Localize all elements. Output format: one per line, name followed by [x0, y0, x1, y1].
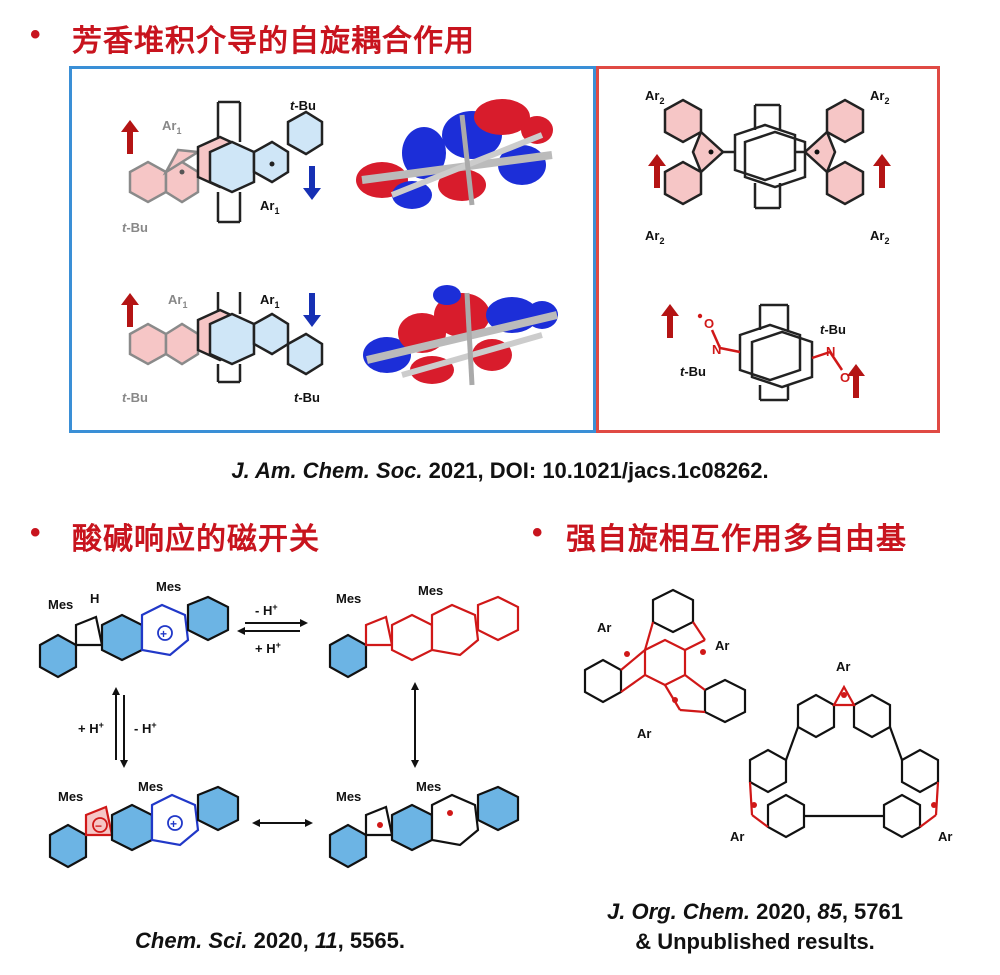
red-frame: [596, 66, 940, 433]
mes-label-c: Mes: [336, 591, 361, 606]
spin-down-arrow-1: [303, 166, 321, 200]
ar2-label-b: Ar2: [870, 88, 889, 106]
bottom-left-citation: Chem. Sci. 2020, 11, 5565.: [135, 928, 405, 953]
orbital-plot-1: [356, 99, 553, 209]
mes-label-d: Mes: [418, 583, 443, 598]
top-citation: J. Am. Chem. Soc. 2021, DOI: 10.1021/jac…: [231, 458, 769, 483]
triradical-truxene: Ar Ar Ar: [583, 588, 747, 741]
top-bullet: •: [30, 18, 41, 51]
tbu-label-a: t-Bu: [290, 98, 316, 113]
mes-label-g: Mes: [336, 789, 361, 804]
bottom-right-citation: J. Org. Chem. 2020, 85, 5761 & Unpublish…: [530, 897, 980, 957]
cation-structure: + Mes H Mes: [38, 579, 230, 679]
spin-up-arrow-3: [648, 154, 666, 188]
bottom-left-heading: 酸碱响应的磁开关: [72, 522, 320, 557]
stacked-dimer-1: Ar1 t-Bu Ar1 t-Bu: [122, 98, 324, 235]
plus-charge-b: +: [170, 817, 177, 831]
n-label-b: N: [826, 344, 835, 359]
bottom-right-citation-line1: J. Org. Chem. 2020, 85, 5761: [607, 899, 903, 924]
tbu-label-f: t-Bu: [820, 322, 846, 337]
plus-h-label-a: + H+: [255, 640, 281, 656]
spin-up-arrow-6: [847, 364, 865, 398]
o-label-b: O: [840, 370, 850, 385]
cyclophane-bis-nitroxide: N O t-Bu N O t-Bu: [680, 303, 858, 402]
ar1-label-c: Ar1: [168, 292, 187, 310]
spin-down-arrow-2: [303, 293, 321, 327]
ar1-label-d: Ar1: [260, 292, 279, 310]
minus-charge: −: [95, 819, 102, 833]
stacked-dimer-2: Ar1 Ar1 t-Bu t-Bu: [122, 292, 324, 405]
tbu-label-d: t-Bu: [294, 390, 320, 405]
orbital-plot-2: [363, 285, 558, 386]
cyclophane-bis-fluorenyl: Ar2 Ar2 Ar2 Ar2: [645, 88, 889, 246]
spin-up-arrow-1: [121, 120, 139, 154]
ar2-label-c: Ar2: [645, 228, 664, 246]
blue-frame: [69, 66, 596, 433]
spin-up-arrow-2: [121, 293, 139, 327]
mes-label-f: Mes: [138, 779, 163, 794]
ar1-label-a: Ar1: [162, 118, 181, 136]
h-label: H: [90, 591, 99, 606]
top-heading: 芳香堆积介导的自旋耦合作用: [72, 24, 475, 59]
ar-label-c: Ar: [637, 726, 651, 741]
mes-label-e: Mes: [58, 789, 83, 804]
plus-charge-a: +: [160, 627, 167, 641]
macrocycle-triradical: Ar Ar Ar: [730, 659, 952, 844]
ar-label-f: Ar: [938, 829, 952, 844]
ar-label-b: Ar: [715, 638, 729, 653]
o-label-a: O: [704, 316, 714, 331]
ar2-label-d: Ar2: [870, 228, 889, 246]
bottom-right-citation-line2: & Unpublished results.: [635, 929, 875, 954]
ar-label-e: Ar: [730, 829, 744, 844]
tbu-label-e: t-Bu: [680, 364, 706, 379]
minus-h-label-a: - H+: [255, 602, 278, 618]
n-label-a: N: [712, 342, 721, 357]
bottom-right-heading: 强自旋相互作用多自由基: [566, 522, 907, 557]
mes-label-a: Mes: [48, 597, 73, 612]
ar-label-a: Ar: [597, 620, 611, 635]
diradical-structure: Mes Mes: [328, 779, 520, 869]
spin-up-arrow-5: [661, 304, 679, 338]
ar-label-d: Ar: [836, 659, 850, 674]
bottom-right-bullet: •: [532, 516, 543, 549]
mes-label-b: Mes: [156, 579, 181, 594]
zwitterion-structure: − + Mes Mes: [48, 779, 240, 869]
ar2-label-a: Ar2: [645, 88, 664, 106]
plus-h-label-b: + H+: [78, 720, 104, 736]
ar1-label-b: Ar1: [260, 198, 279, 216]
bottom-left-bullet: •: [30, 516, 41, 549]
tbu-label-c: t-Bu: [122, 390, 148, 405]
tbu-label-b: t-Bu: [122, 220, 148, 235]
spin-up-arrow-4: [873, 154, 891, 188]
mes-label-h: Mes: [416, 779, 441, 794]
acid-base-switch-scheme: + Mes H Mes Mes Mes - H+ + H+ + H+ - H+ …: [38, 579, 520, 869]
neutral-structure-top: Mes Mes: [328, 583, 520, 679]
minus-h-label-b: - H+: [134, 720, 157, 736]
